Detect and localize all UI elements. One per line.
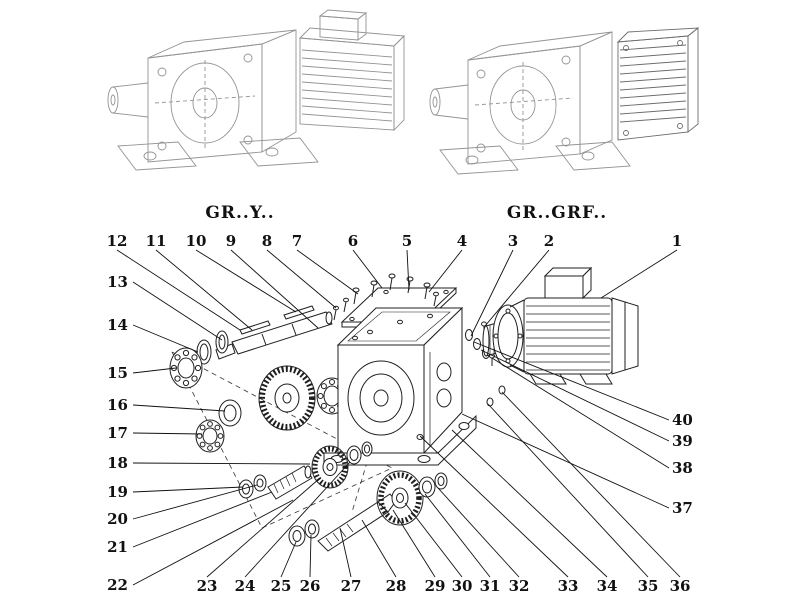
callout-label-3: 3 bbox=[508, 232, 518, 250]
part-motor bbox=[482, 266, 639, 385]
callout-label-33: 33 bbox=[558, 577, 579, 595]
callout-label-4: 4 bbox=[457, 232, 467, 250]
leader-lines bbox=[116, 249, 681, 586]
callout-label-28: 28 bbox=[386, 577, 407, 595]
part-output-gear bbox=[376, 470, 448, 526]
callout-label-1: 1 bbox=[672, 232, 682, 250]
callout-label-34: 34 bbox=[597, 577, 618, 595]
part-gear-housing bbox=[323, 306, 477, 466]
callout-label-17: 17 bbox=[107, 424, 128, 442]
callout-label-30: 30 bbox=[452, 577, 473, 595]
callout-label-39: 39 bbox=[672, 432, 693, 450]
callout-label-13: 13 bbox=[107, 273, 128, 291]
callout-label-35: 35 bbox=[638, 577, 659, 595]
callout-label-32: 32 bbox=[509, 577, 530, 595]
part-input-shaft-assembly bbox=[196, 305, 333, 365]
callout-label-36: 36 bbox=[670, 577, 691, 595]
callout-label-10: 10 bbox=[186, 232, 207, 250]
callout-label-40: 40 bbox=[672, 411, 693, 429]
part-input-bearing bbox=[169, 347, 203, 389]
callout-label-31: 31 bbox=[480, 577, 501, 595]
callout-label-11: 11 bbox=[146, 232, 167, 250]
part-spacer-ring bbox=[218, 399, 242, 427]
callout-label-37: 37 bbox=[672, 499, 693, 517]
part-cover-bolts bbox=[333, 273, 439, 321]
assembled-view-gr-grf bbox=[429, 27, 700, 175]
variant-label-left: GR..Y.. bbox=[205, 203, 274, 223]
callout-label-15: 15 bbox=[107, 364, 128, 382]
callout-label-24: 24 bbox=[235, 577, 256, 595]
variant-label-right: GR..GRF.. bbox=[507, 203, 607, 223]
callout-label-20: 20 bbox=[107, 510, 128, 528]
callout-label-25: 25 bbox=[271, 577, 292, 595]
callout-label-22: 22 bbox=[107, 576, 128, 594]
callout-label-7: 7 bbox=[292, 232, 302, 250]
part-large-gear bbox=[258, 365, 316, 431]
part-intermediate-shaft-group bbox=[238, 465, 313, 500]
callout-label-2: 2 bbox=[544, 232, 554, 250]
callout-label-23: 23 bbox=[197, 577, 218, 595]
part-output-shaft-group bbox=[288, 493, 397, 552]
callout-label-18: 18 bbox=[107, 454, 128, 472]
callout-label-12: 12 bbox=[107, 232, 128, 250]
callout-label-8: 8 bbox=[262, 232, 272, 250]
callout-label-9: 9 bbox=[226, 232, 236, 250]
callout-label-5: 5 bbox=[402, 232, 412, 250]
part-left-bearing bbox=[195, 419, 225, 453]
callout-labels: 12 11 10 9 8 7 6 5 4 3 2 1 13 14 15 16 1… bbox=[107, 232, 693, 595]
callout-label-21: 21 bbox=[107, 538, 128, 556]
callout-label-14: 14 bbox=[107, 316, 128, 334]
callout-label-19: 19 bbox=[107, 483, 128, 501]
callout-label-16: 16 bbox=[107, 396, 128, 414]
assembled-view-gr-y bbox=[107, 9, 406, 171]
callout-label-6: 6 bbox=[348, 232, 358, 250]
callout-label-29: 29 bbox=[425, 577, 446, 595]
callout-label-38: 38 bbox=[672, 459, 693, 477]
callout-label-26: 26 bbox=[300, 577, 321, 595]
callout-label-27: 27 bbox=[341, 577, 362, 595]
